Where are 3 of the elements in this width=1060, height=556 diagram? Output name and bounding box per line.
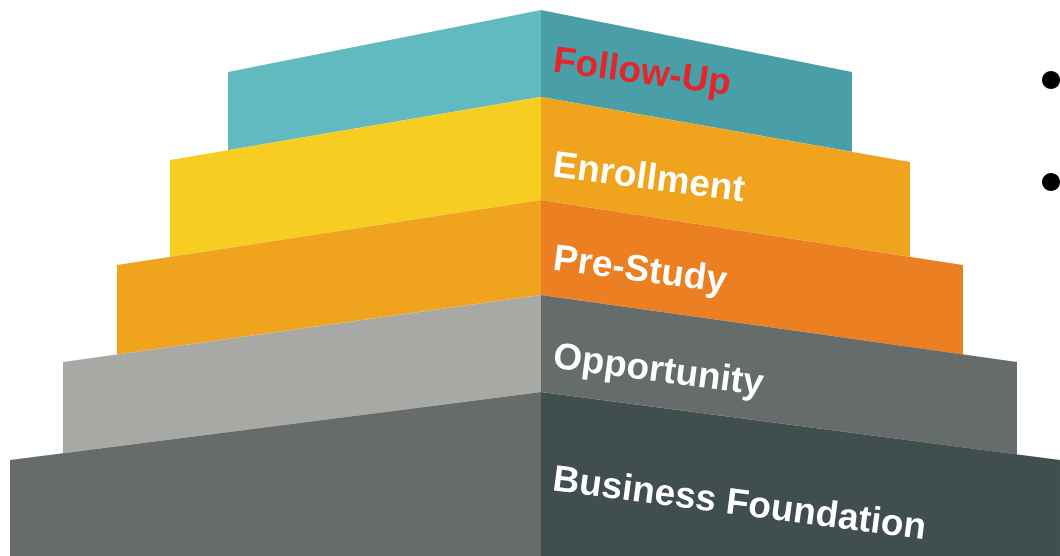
node-label: Enrollment xyxy=(553,151,745,202)
tier-block: Follow-Up xyxy=(228,10,852,152)
node-label: Business Foundation xyxy=(553,465,924,539)
